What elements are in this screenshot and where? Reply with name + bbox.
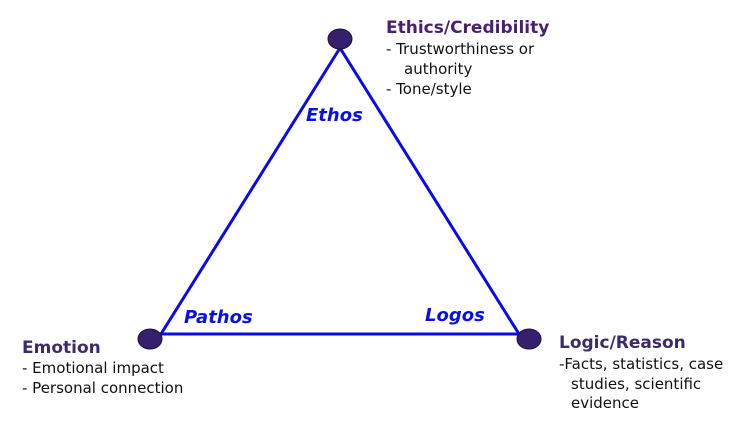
pathos-bullet: - Emotional impact xyxy=(22,359,164,377)
logos-heading: Logic/Reason xyxy=(559,333,686,353)
ethos-label: Ethos xyxy=(306,105,363,126)
pathos-bullet: - Personal connection xyxy=(22,379,184,397)
logos-label: Logos xyxy=(425,305,485,326)
ethos-bullet: authority xyxy=(404,60,473,78)
logos-bullet: evidence xyxy=(571,394,640,412)
logos-bullet: -Facts, statistics, case xyxy=(559,355,724,373)
ethos-bullet: - Trustworthiness or xyxy=(386,40,535,58)
ethos-bullet: - Tone/style xyxy=(386,80,472,98)
logos-node xyxy=(516,328,542,350)
ethos-node xyxy=(327,28,353,50)
pathos-heading: Emotion xyxy=(22,338,101,358)
triangle xyxy=(158,45,522,336)
ethos-heading: Ethics/Credibility xyxy=(386,18,550,38)
pathos-node xyxy=(137,328,163,350)
pathos-label: Pathos xyxy=(184,307,253,328)
logos-bullet: studies, scientific xyxy=(571,375,702,393)
